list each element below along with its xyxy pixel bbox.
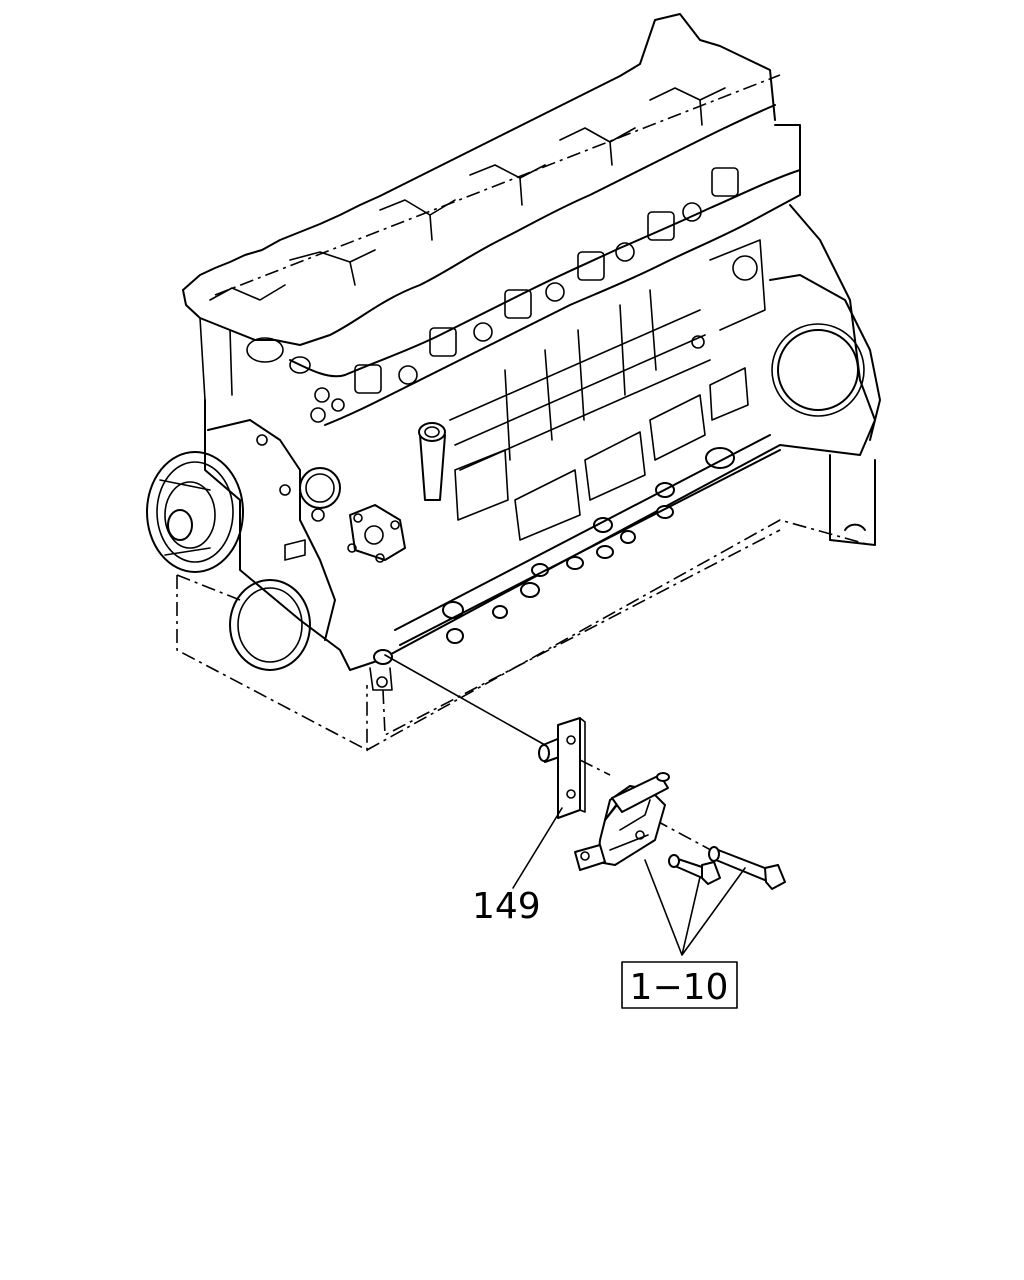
callout-1-10-box xyxy=(621,961,738,1009)
mount-plate-149 xyxy=(538,717,586,819)
head-front-holes xyxy=(246,337,345,423)
oil-filler-tube xyxy=(418,422,446,501)
callout-1-10-label: 1−10 xyxy=(630,967,729,1008)
bolt-short xyxy=(668,854,721,885)
crank-pulley xyxy=(146,451,244,573)
block-bosses xyxy=(442,447,735,644)
block-ribs xyxy=(449,239,766,471)
flywheel-housing xyxy=(769,274,881,441)
callout-1-10-leaders xyxy=(644,859,746,956)
callout-149-label: 149 xyxy=(472,886,541,927)
block-side xyxy=(204,204,876,671)
cylinder-head xyxy=(182,13,776,291)
front-cover xyxy=(207,419,341,671)
head-ridges xyxy=(209,87,726,301)
assembly-leader xyxy=(384,654,546,746)
callout-149: 149 xyxy=(472,807,563,927)
callout-149-leader xyxy=(512,807,563,889)
flange-plate xyxy=(347,504,406,563)
engine-block xyxy=(146,13,881,752)
oil-pan-phantom xyxy=(176,519,871,752)
intake-ports xyxy=(354,167,739,394)
block-windows xyxy=(454,367,749,541)
mount-boss xyxy=(373,649,393,665)
engine-mount-bracket xyxy=(574,772,670,871)
bolt-long xyxy=(708,846,786,890)
callout-1-10: 1−10 xyxy=(621,859,746,1009)
